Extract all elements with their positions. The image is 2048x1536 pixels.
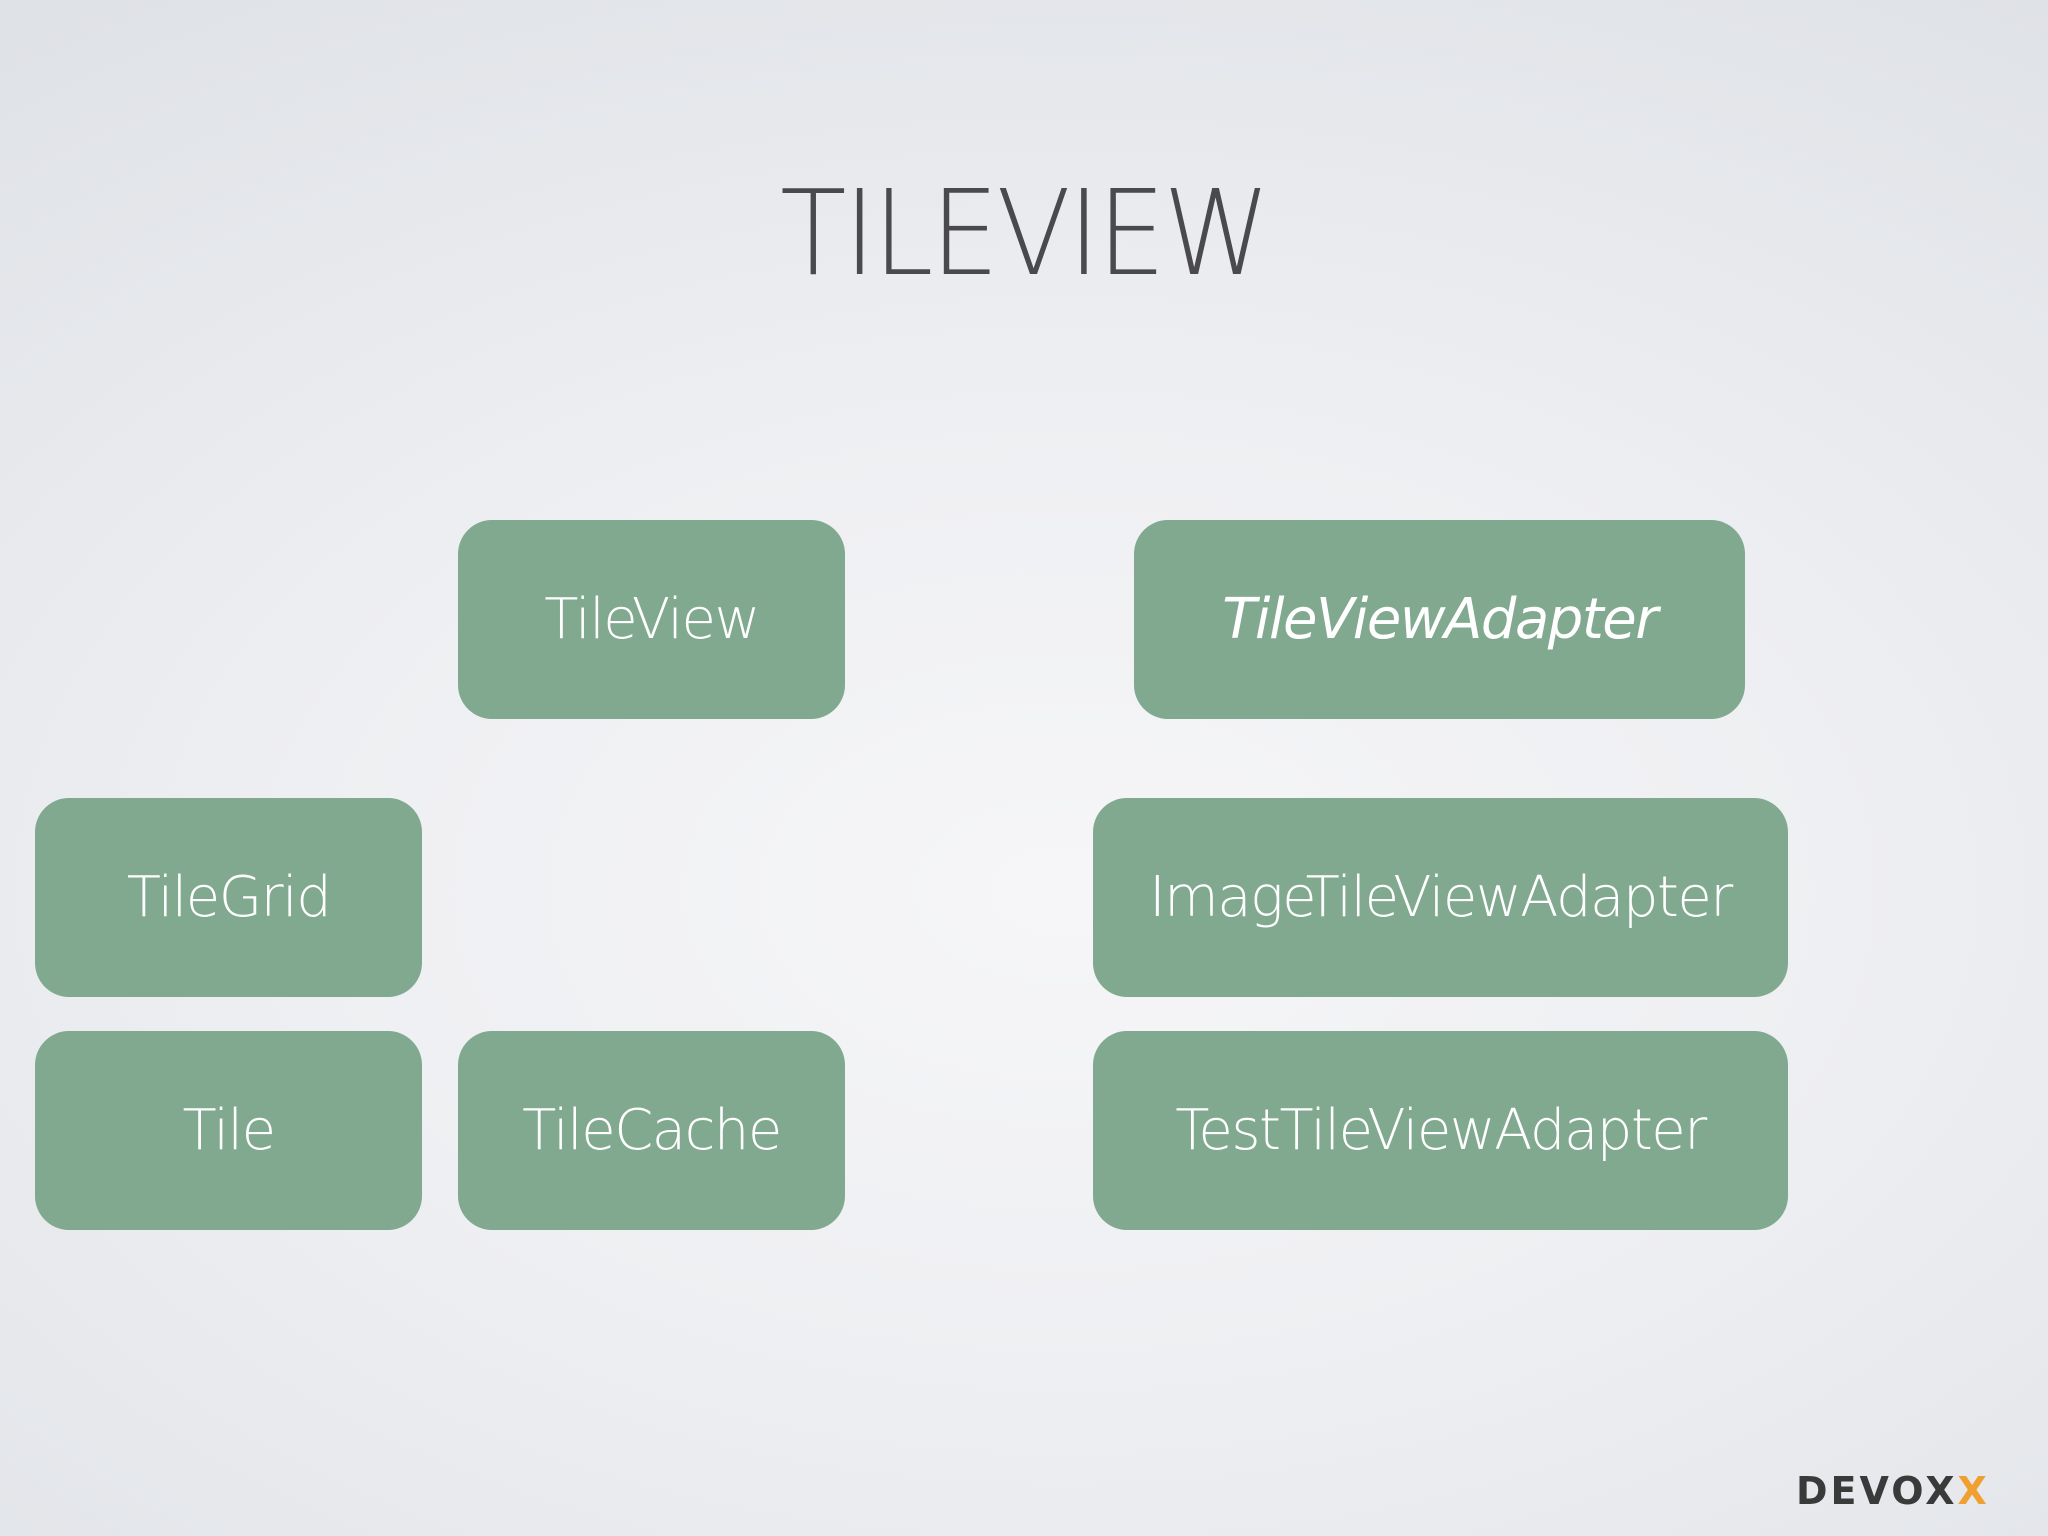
logo-accent: X — [1957, 1469, 1990, 1513]
class-box-tileview: TileView — [458, 520, 845, 719]
class-box-tile: Tile — [35, 1031, 422, 1230]
class-label-tilecache: TileCache — [522, 1098, 782, 1163]
class-box-testtileviewadapter: TestTileViewAdapter — [1093, 1031, 1788, 1230]
slide-title: TILEVIEW — [780, 164, 1270, 302]
class-label-tilegrid: TileGrid — [126, 865, 332, 930]
class-box-tilegrid: TileGrid — [35, 798, 422, 997]
logo-text: DEVOX — [1796, 1469, 1958, 1513]
class-box-tilecache: TileCache — [458, 1031, 845, 1230]
class-box-tileviewadapter: TileViewAdapter — [1134, 520, 1745, 719]
class-label-testtileviewadapter: TestTileViewAdapter — [1175, 1098, 1707, 1163]
class-label-tileview: TileView — [544, 587, 760, 652]
class-label-imagetileviewadapter: ImageTileViewAdapter — [1149, 865, 1733, 930]
class-box-imagetileviewadapter: ImageTileViewAdapter — [1093, 798, 1788, 997]
class-label-tile: Tile — [182, 1098, 276, 1163]
class-label-tileviewadapter: TileViewAdapter — [1222, 587, 1658, 652]
